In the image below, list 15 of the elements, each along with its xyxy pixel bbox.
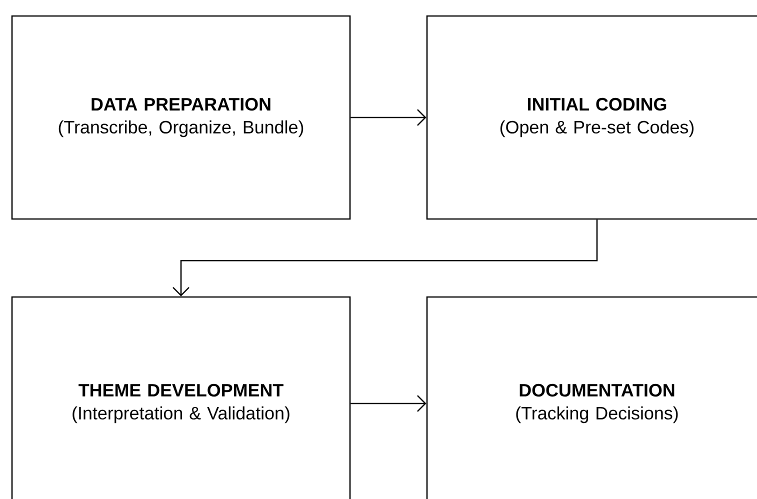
- box-heading: THEME DEVELOPMENT: [78, 384, 284, 397]
- arrow: [172, 220, 598, 296]
- box-heading: DATA PREPARATION: [92, 98, 270, 111]
- arrow: [350, 109, 426, 126]
- arrow: [350, 395, 426, 412]
- box-heading: DOCUMENTATION: [520, 384, 674, 397]
- box-description: (Tracking Decisions): [516, 406, 678, 424]
- process-box: [426, 15, 757, 220]
- process-box: [11, 296, 351, 499]
- box-description: (Transcribe, Organize, Bundle): [58, 120, 304, 138]
- box-heading: INITIAL CODING: [528, 98, 666, 111]
- process-box: [11, 15, 351, 220]
- box-description: (Interpretation & Validation): [72, 406, 290, 424]
- process-box: [426, 296, 757, 499]
- box-description: (Open & Pre-set Codes): [500, 120, 694, 138]
